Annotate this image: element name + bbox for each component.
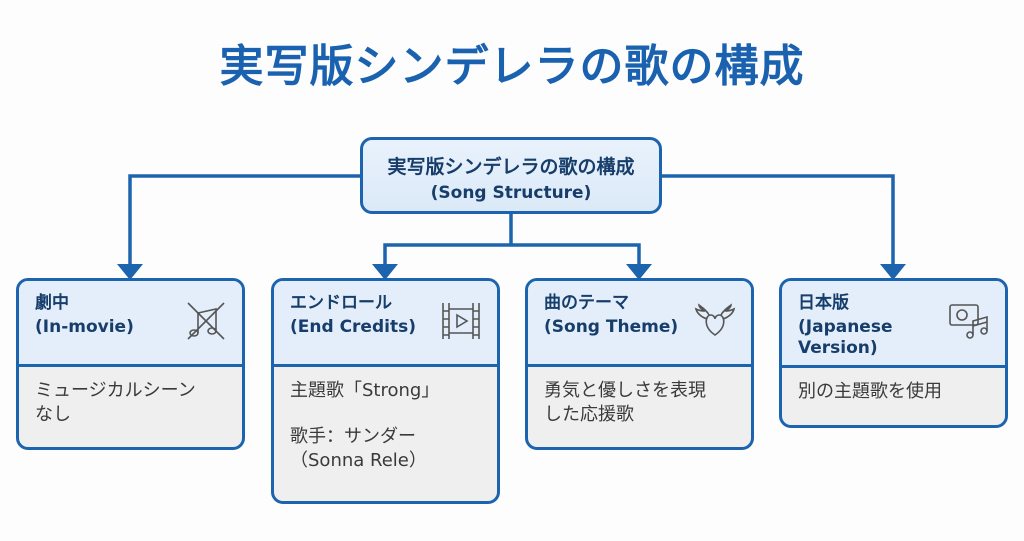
card-header: 劇中 (In-movie): [19, 281, 242, 367]
card-title-en: (End Credits): [290, 317, 416, 337]
card-title-ja: エンドロール: [290, 293, 392, 313]
card-title-en: (In-movie): [35, 317, 134, 337]
card-body: 勇気と優しさを表現 した応援歌: [528, 367, 751, 427]
card-line: ミュージカルシーン: [35, 380, 196, 401]
connector-to-in-movie: [128, 174, 360, 268]
connector-to-end-credits: [383, 243, 511, 268]
card-japanese-version: 日本版 (Japanese Version) 別の主題歌を使用: [779, 278, 1008, 428]
card-in-movie: 劇中 (In-movie) ミュージカルシーン なし: [16, 278, 245, 450]
film-play-icon: [442, 303, 480, 339]
connector-to-japanese-version: [662, 174, 895, 268]
connector-to-song-theme: [511, 243, 641, 268]
card-title-en: (Song Theme): [544, 317, 679, 337]
card-body: 主題歌「Strong」 歌手：サンダー （Sonna Rele）: [274, 367, 497, 473]
arrow-head-in-movie: [117, 264, 143, 280]
arrow-head-japanese-version: [880, 264, 906, 280]
arrow-head-end-credits: [372, 264, 398, 280]
card-line: した応援歌: [544, 404, 634, 425]
card-body: ミュージカルシーン なし: [19, 367, 242, 427]
card-line: 別の主題歌を使用: [798, 381, 942, 402]
card-line: なし: [35, 404, 71, 425]
page-title: 実写版シンデレラの歌の構成: [219, 41, 805, 92]
winged-heart-icon: [694, 303, 736, 336]
screen-music-icon: [949, 304, 988, 339]
card-line: 勇気と優しさを表現: [544, 380, 706, 401]
card-end-credits: エンドロール (End Credits) 主題歌「Strong」 歌手：サンダー…: [271, 278, 500, 504]
root-label-ja: 実写版シンデレラの歌の構成: [387, 156, 635, 178]
card-title-ja: 日本版: [798, 293, 849, 313]
root-node: 実写版シンデレラの歌の構成 (Song Structure): [360, 137, 662, 214]
card-line: （Sonna Rele）: [290, 450, 427, 471]
arrow-head-song-theme: [626, 264, 652, 280]
card-body: 別の主題歌を使用: [782, 368, 1005, 404]
card-header: 日本版 (Japanese Version): [782, 281, 1005, 368]
card-title-en-1: (Japanese: [798, 317, 893, 337]
card-song-theme: 曲のテーマ (Song Theme) 勇気と優しさを表現 した応援歌: [525, 278, 754, 450]
card-header: 曲のテーマ (Song Theme): [528, 281, 751, 367]
card-line: 主題歌「Strong」: [290, 380, 440, 401]
card-header: エンドロール (End Credits): [274, 281, 497, 367]
root-label-en: (Song Structure): [430, 183, 592, 203]
card-title-ja: 曲のテーマ: [544, 293, 629, 313]
card-title-ja: 劇中: [35, 293, 69, 313]
card-title-en-2: Version): [798, 338, 878, 358]
card-line: 歌手：サンダー: [290, 426, 416, 447]
no-music-icon: [187, 302, 225, 340]
